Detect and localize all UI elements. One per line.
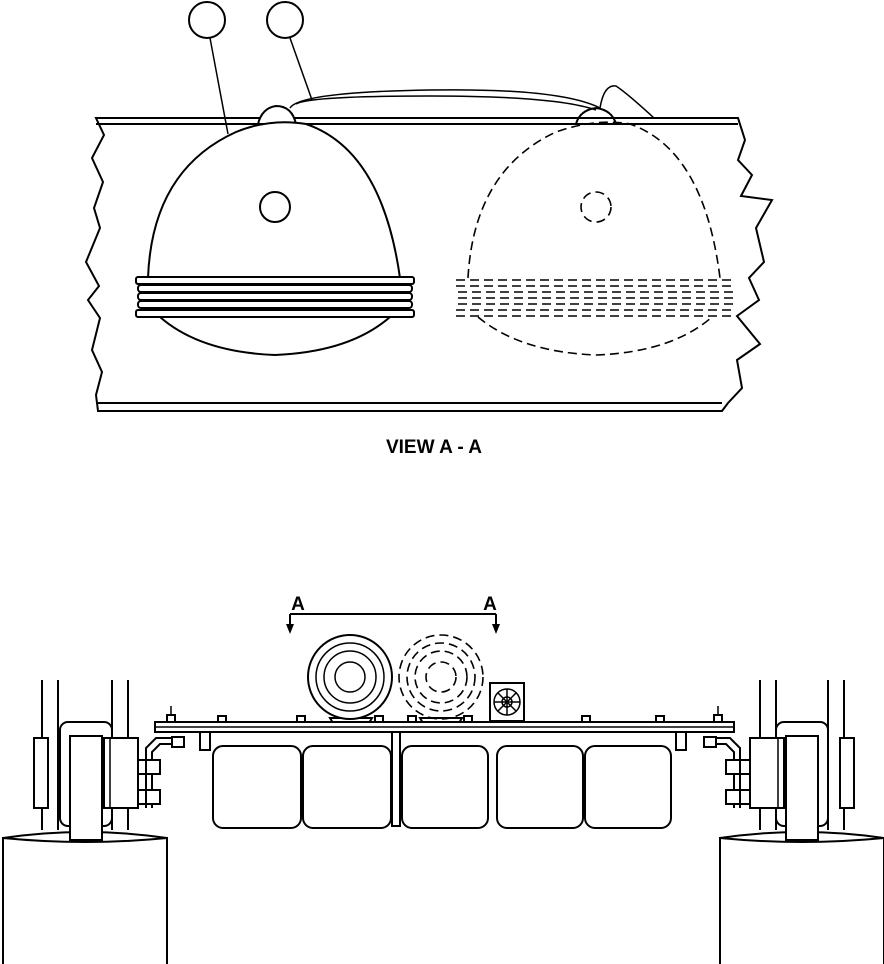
callout-1	[188, 1, 229, 135]
left-bracket	[135, 736, 185, 808]
section-marker-right: A	[483, 594, 497, 615]
left-frame-rail	[2, 680, 168, 964]
section-cut-line: A A	[286, 594, 500, 634]
electrical-connector	[489, 682, 525, 722]
mounting-plate	[154, 706, 735, 827]
assembly-view: A A	[2, 594, 884, 964]
left-horn	[135, 104, 415, 357]
callout-2	[266, 1, 313, 101]
horn-front-hidden	[398, 634, 484, 729]
view-title: VIEW A - A	[386, 437, 482, 458]
right-frame-rail	[719, 680, 884, 964]
battery-pack	[212, 745, 672, 829]
left-horn-mount-hole	[259, 191, 291, 223]
section-marker-left: A	[291, 594, 305, 615]
right-horn-hidden	[456, 106, 736, 356]
view-a-a-detail: VIEW A - A	[84, 1, 774, 458]
horn-front-solid	[307, 634, 393, 729]
right-horn-mount-hole	[580, 191, 612, 223]
horn-wire	[289, 89, 601, 109]
wire-pigtail	[599, 85, 655, 119]
right-bracket	[703, 736, 751, 808]
frame-outline	[84, 117, 774, 412]
